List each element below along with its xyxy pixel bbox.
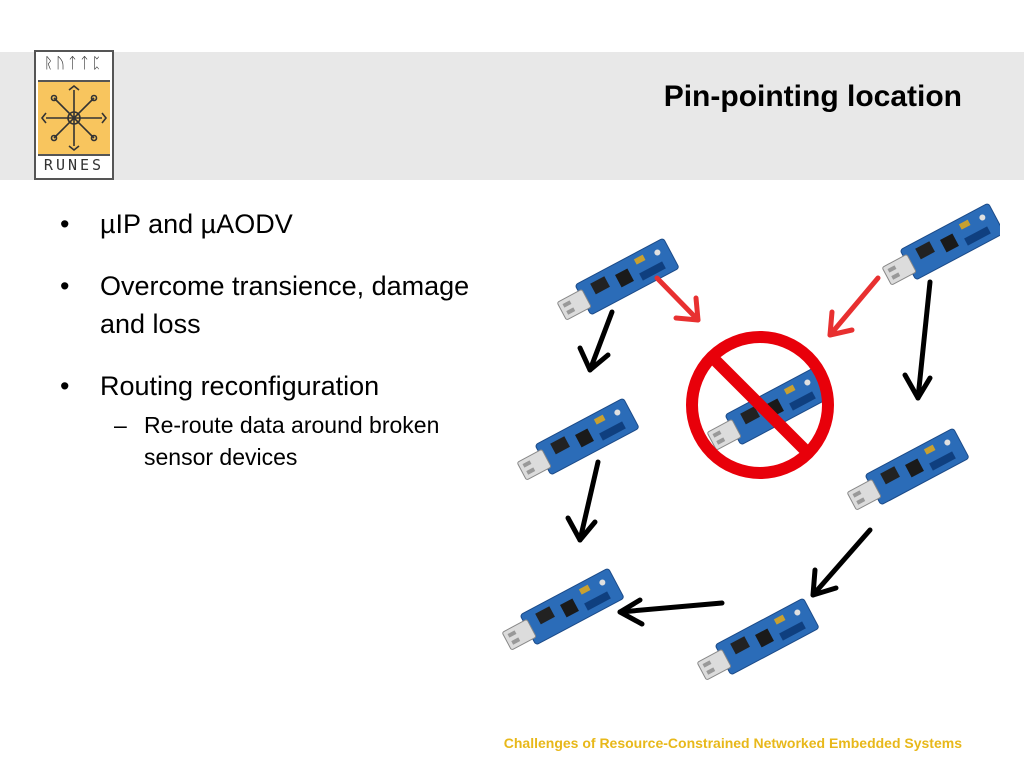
slide-title: Pin-pointing location: [663, 80, 962, 113]
failed-route-arrow-left: [654, 275, 701, 323]
routing-diagram: [498, 202, 1000, 687]
logo-runes-label: RUNES: [43, 156, 105, 174]
prohibition-icon: [686, 331, 834, 479]
header-band: [0, 52, 1024, 180]
bullet-item: • Routing reconfiguration – Re-route dat…: [56, 367, 476, 473]
sensor-device-bottom-right: [693, 597, 820, 687]
sub-bullet-glyph: –: [114, 412, 127, 438]
bullet-glyph: •: [60, 271, 70, 301]
sensor-device-mid-right: [843, 427, 970, 517]
bullet-text: Routing reconfiguration: [100, 371, 380, 401]
route-arrow-3: [565, 459, 601, 543]
bullet-text: µIP and µAODV: [100, 209, 293, 239]
footer-text: Challenges of Resource-Constrained Netwo…: [503, 735, 962, 751]
runes-logo: ᚱᚢᛏᛏᛈ RUNES: [34, 50, 114, 180]
sensor-device-bottom-left: [498, 567, 625, 657]
sensor-device-top-right: [878, 202, 1000, 292]
bullet-list: • µIP and µAODV • Overcome transience, d…: [56, 205, 476, 497]
route-arrow-5: [617, 597, 725, 627]
bullet-glyph: •: [60, 371, 70, 401]
bullet-item: • µIP and µAODV: [56, 205, 476, 243]
compass-emblem-icon: [38, 80, 110, 156]
sub-bullet-list: – Re-route data around broken sensor dev…: [100, 409, 476, 473]
route-arrow-4: [810, 527, 873, 598]
sensor-device-mid-left: [513, 397, 640, 487]
bullet-glyph: •: [60, 209, 70, 239]
failed-route-arrow-right: [827, 275, 881, 338]
route-arrow-1: [577, 309, 615, 373]
route-arrow-2: [902, 279, 933, 401]
logo-runes-text: ᚱᚢᛏᛏᛈ: [43, 54, 104, 72]
sub-bullet-text: Re-route data around broken sensor devic…: [144, 412, 440, 470]
bullet-text: Overcome transience, damage and loss: [100, 271, 470, 339]
sub-bullet-item: – Re-route data around broken sensor dev…: [100, 409, 476, 473]
bullet-item: • Overcome transience, damage and loss: [56, 267, 476, 343]
